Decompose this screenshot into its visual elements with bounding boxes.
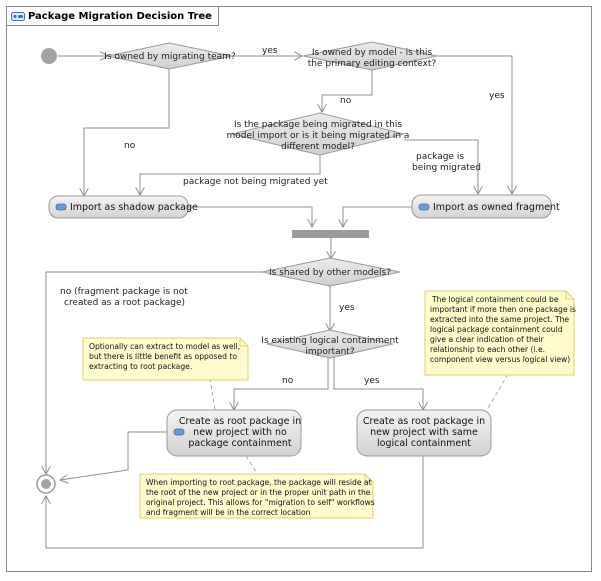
- decision-owned-by-model-line2: the primary editing context?: [308, 59, 437, 69]
- edge-shared-no-to-final: [46, 271, 262, 474]
- edge-shadow-to-join: [188, 206, 312, 227]
- note-link-root-import: [245, 455, 259, 476]
- note-extract-model-line1: Optionally can extract to model as well,: [89, 342, 240, 351]
- action-import-owned-label: Import as owned fragment: [433, 202, 560, 213]
- label-no-shared-line1: no (fragment package is not: [60, 287, 188, 297]
- action-import-owned[interactable]: Import as owned fragment: [411, 194, 560, 219]
- label-no-team: no: [124, 141, 136, 151]
- action-root-no-containment-line3: package containment: [188, 438, 292, 449]
- action-icon: [173, 428, 185, 436]
- edge-owned-to-join: [343, 206, 412, 227]
- note-link-logical-containment: [487, 373, 509, 409]
- note-root-import-line4: and fragment will be in the correct loca…: [146, 508, 311, 517]
- label-no-model: no: [340, 96, 352, 106]
- decision-logical-containment-line2: important?: [305, 347, 354, 357]
- label-yes-shared: yes: [339, 303, 355, 313]
- edge-team-no-to-shadow: [84, 69, 170, 196]
- decision-owned-by-model[interactable]: Is owned by model - is this the primary …: [302, 41, 438, 71]
- decision-being-migrated-line1: Is the package being migrated in this: [234, 120, 402, 130]
- action-root-same-containment-line1: Create as root package in: [363, 416, 485, 427]
- note-logical-containment[interactable]: The logical containment could be importa…: [424, 290, 576, 376]
- join-bar[interactable]: [292, 230, 369, 238]
- note-logical-containment-line2: important if more then one package is: [430, 305, 576, 314]
- action-import-shadow-label: Import as shadow package: [70, 202, 198, 213]
- label-not-migrated: package not being migrated yet: [183, 177, 328, 187]
- note-logical-containment-line6: relationship to each other (i.e.: [430, 345, 545, 354]
- edge-migrated-not-to-shadow: [140, 152, 321, 195]
- diagram-title: Package Migration Decision Tree: [28, 10, 212, 22]
- decision-logical-containment[interactable]: Is existing logical containment importan…: [261, 329, 399, 359]
- decision-shared[interactable]: Is shared by other models?: [261, 257, 401, 287]
- decision-logical-containment-line1: Is existing logical containment: [261, 336, 399, 346]
- label-no-logical: no: [282, 376, 294, 386]
- note-logical-containment-line1: The logical containment could be: [431, 295, 559, 304]
- action-icon: [55, 203, 67, 211]
- edge-model-yes-to-owned: [437, 55, 512, 194]
- label-yes-model: yes: [489, 91, 505, 101]
- edge-logical-no-to-root-no: [234, 357, 329, 410]
- note-root-import-line3: original project. This allows for "migra…: [146, 498, 375, 507]
- action-root-same-containment-line3: logical containment: [377, 438, 471, 449]
- action-root-no-containment-line1: Create as root package in: [179, 416, 301, 427]
- activity-diagram-icon: [11, 11, 25, 21]
- action-icon: [418, 203, 430, 211]
- note-root-import[interactable]: When importing to root package, the pack…: [139, 473, 375, 519]
- initial-node[interactable]: [41, 48, 57, 64]
- edge-logical-yes-to-root-same: [333, 357, 423, 410]
- label-is-migrated-line2: being migrated: [412, 163, 481, 173]
- final-node[interactable]: [36, 474, 56, 494]
- label-yes-logical: yes: [364, 376, 380, 386]
- note-logical-containment-line5: give a clear indication of their: [430, 335, 545, 344]
- edge-root-no-to-final: [60, 431, 167, 480]
- label-no-shared-line2: created as a root package): [64, 298, 185, 308]
- note-extract-model-line2: but there is little benefit as opposed t…: [89, 352, 237, 361]
- decision-owned-by-team[interactable]: Is owned by migrating team?: [104, 42, 236, 70]
- note-logical-containment-line4: logical package containment could: [430, 325, 563, 334]
- decision-shared-label: Is shared by other models?: [269, 268, 391, 278]
- action-root-same-containment[interactable]: Create as root package in new project wi…: [356, 409, 492, 457]
- note-root-import-line2: the root of the new project or in the pr…: [146, 488, 371, 497]
- action-root-no-containment-line2: new project with no: [193, 427, 287, 438]
- action-root-no-containment[interactable]: Create as root package in new project wi…: [166, 409, 302, 457]
- decision-being-migrated-line3: different model?: [281, 142, 355, 152]
- note-extract-model[interactable]: Optionally can extract to model as well,…: [82, 337, 249, 381]
- edge-model-no-to-migrated: [322, 69, 373, 112]
- label-is-migrated-line1: package is: [416, 152, 464, 162]
- note-logical-containment-line3: extracted into the same project. The: [430, 315, 569, 324]
- label-yes-team: yes: [262, 46, 278, 56]
- decision-owned-by-team-label: Is owned by migrating team?: [104, 52, 236, 62]
- decision-being-migrated[interactable]: Is the package being migrated in this mo…: [227, 112, 410, 156]
- decision-being-migrated-line2: model import or is it being migrated in …: [227, 131, 410, 141]
- note-root-import-line1: When importing to root package, the pack…: [146, 478, 372, 487]
- decision-owned-by-model-line1: Is owned by model - is this: [312, 48, 433, 58]
- note-extract-model-line3: extracting to root package.: [89, 362, 192, 371]
- note-logical-containment-line7: component view versus logical view): [430, 355, 570, 364]
- action-import-shadow[interactable]: Import as shadow package: [48, 195, 198, 219]
- action-root-same-containment-line2: new project with same: [370, 427, 478, 438]
- edge-root-same-to-final: [46, 456, 424, 549]
- edge-migrated-yes-to-owned: [404, 139, 478, 194]
- note-link-extract-model: [209, 377, 216, 411]
- diagram-title-tab[interactable]: Package Migration Decision Tree: [7, 7, 219, 26]
